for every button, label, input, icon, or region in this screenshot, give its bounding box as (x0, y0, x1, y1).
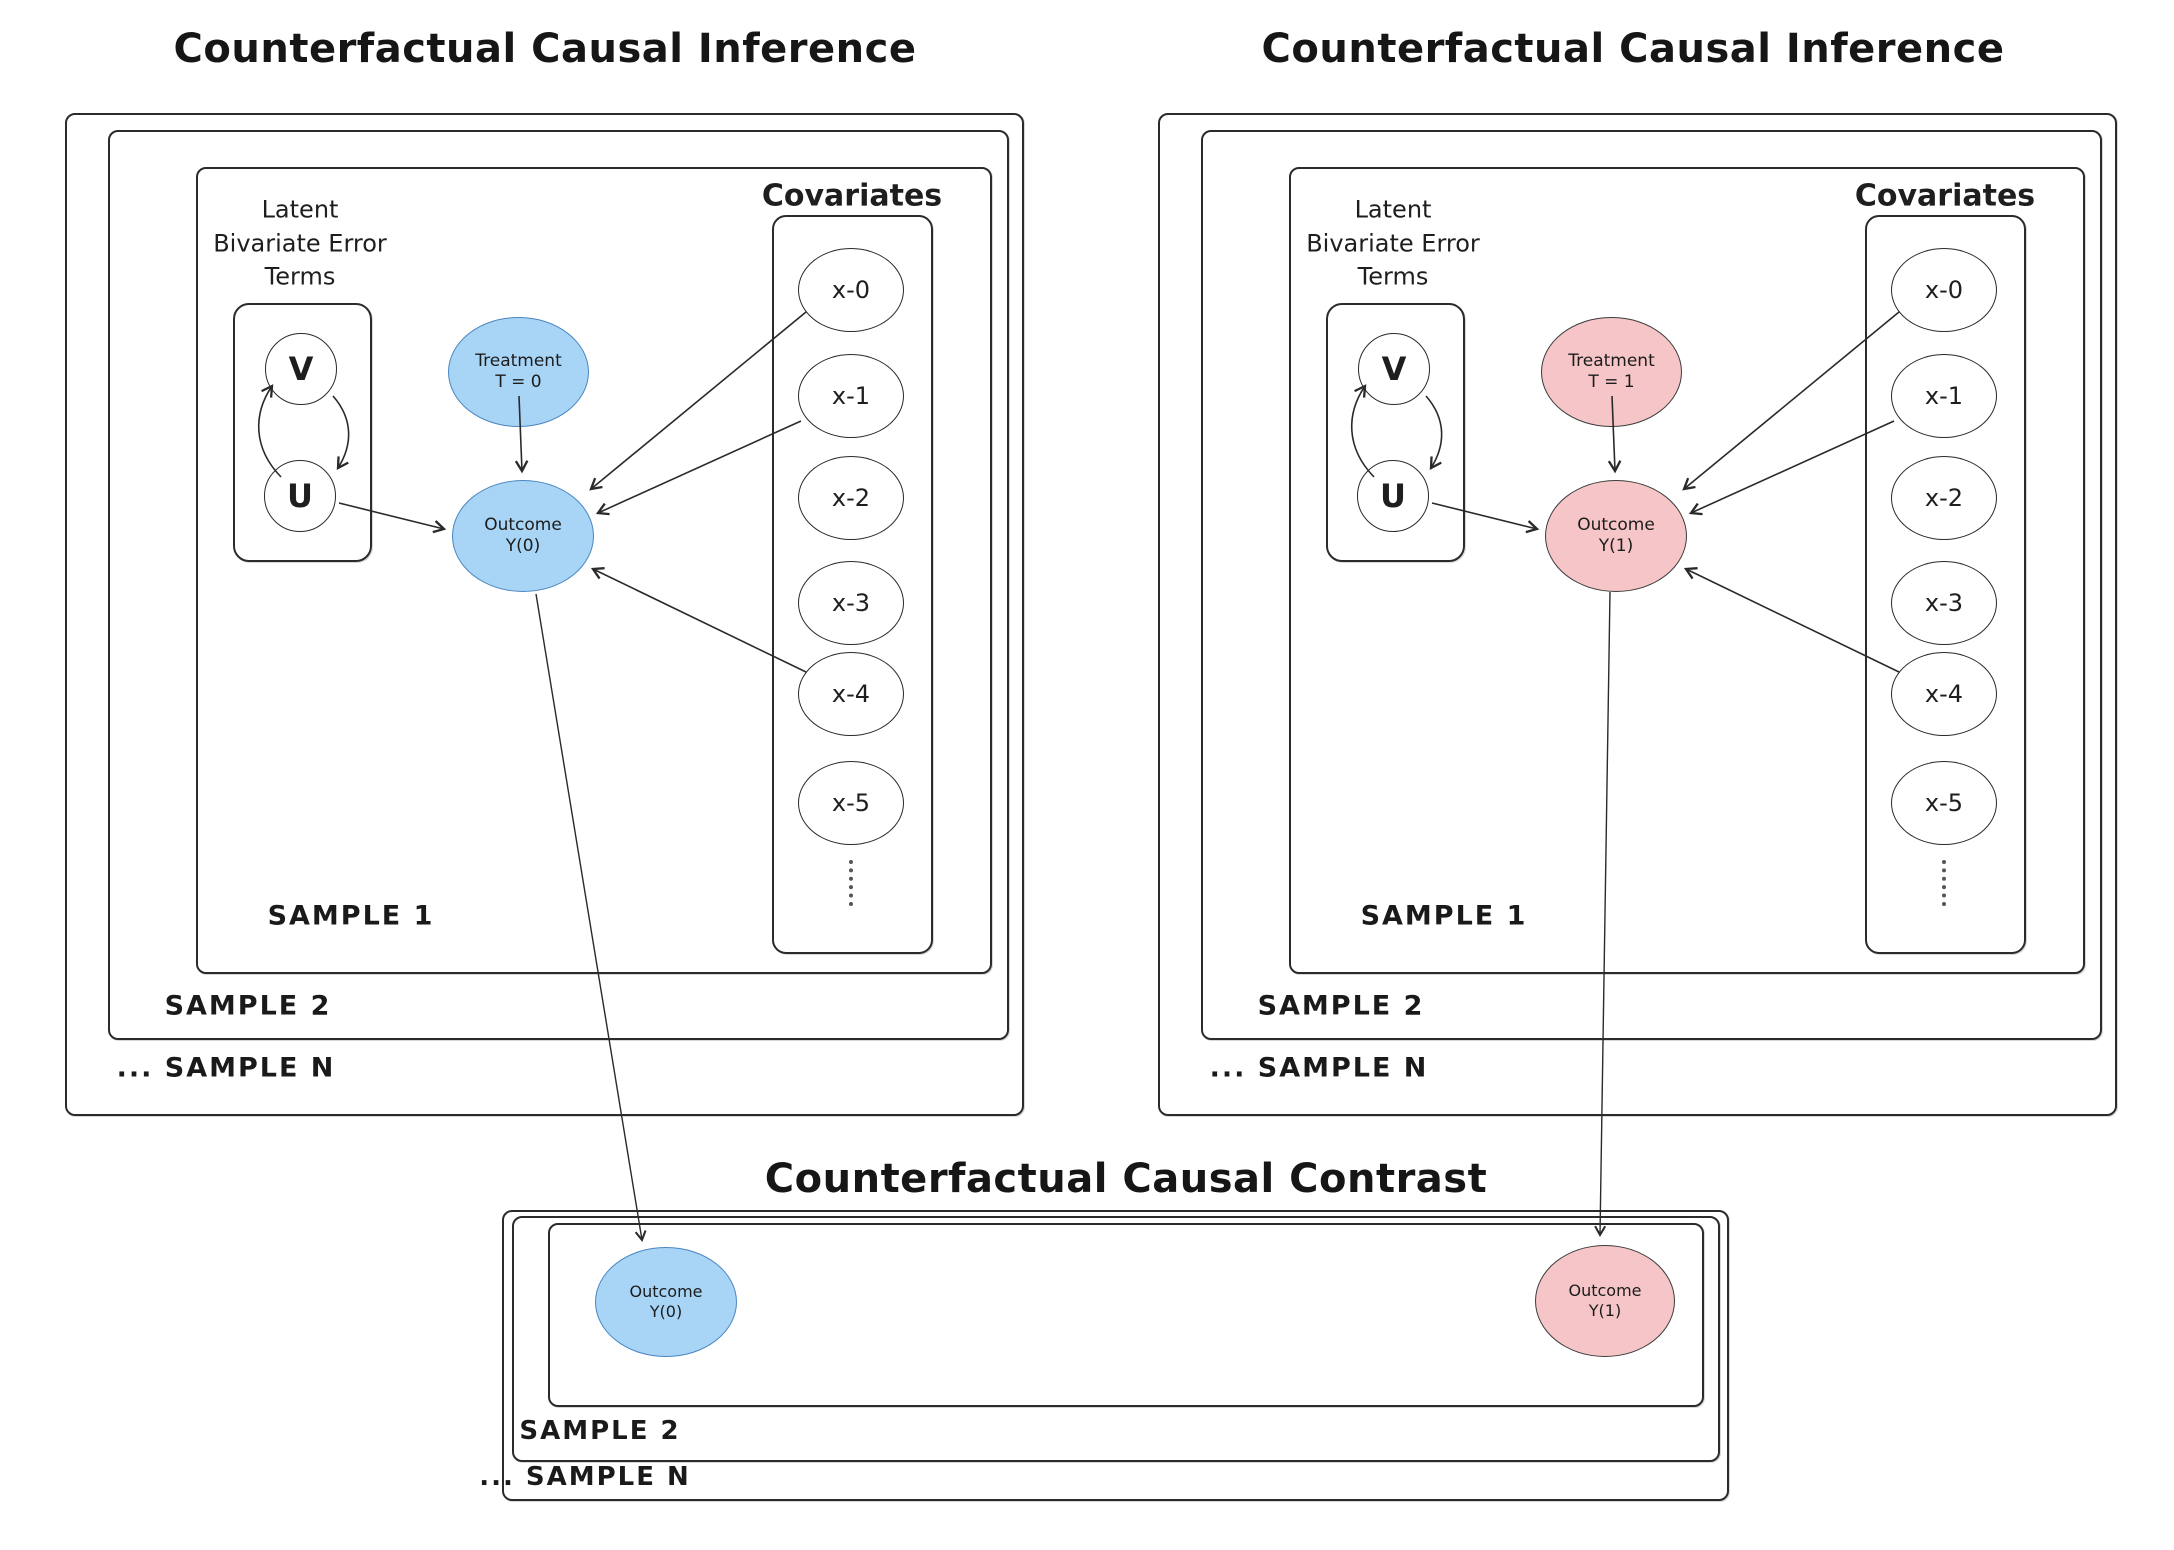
covariates-title: Covariates (761, 178, 943, 214)
outcome-label: Outcome (1568, 1281, 1642, 1300)
outcome-label: Outcome (484, 514, 562, 535)
covariate-label: x-2 (1924, 484, 1964, 512)
sample-1-box (1289, 167, 2085, 974)
node-covariate-x2: x-2 (1891, 456, 1997, 540)
node-covariate-x5: x-5 (798, 761, 904, 845)
sample-n-box (1158, 113, 2117, 1116)
contrast-sample-1-box (548, 1223, 1704, 1407)
contrast-sample-n-box (502, 1210, 1729, 1501)
v-label: V (288, 350, 314, 388)
sample-2-box (1201, 130, 2102, 1040)
node-covariate-x0: x-0 (1891, 248, 1997, 332)
outcome-value: Y(0) (505, 536, 541, 556)
covariate-label: x-1 (831, 382, 871, 410)
more-covariates-ellipsis-icon (1942, 860, 1946, 906)
covariates-title: Covariates (1854, 178, 2036, 214)
latent-error-terms-box (1326, 303, 1465, 562)
outcome-label: Outcome (1577, 514, 1655, 535)
sample-1-label: SAMPLE 1 (1360, 900, 1528, 932)
panel-title: Counterfactual Causal Inference (1261, 26, 2005, 72)
contrast-title: Counterfactual Causal Contrast (764, 1156, 1488, 1202)
node-covariate-x1: x-1 (1891, 354, 1997, 438)
outcome-label: Outcome (629, 1282, 703, 1301)
node-covariate-x3: x-3 (798, 561, 904, 645)
node-v: V (265, 333, 337, 405)
sample-n-label: ... SAMPLE N (116, 1052, 336, 1084)
outcome-value: Y(0) (649, 1302, 683, 1321)
latent-error-terms-label: Latent Bivariate Error Terms (1306, 195, 1480, 291)
covariate-label: x-5 (1924, 789, 1964, 817)
covariate-label: x-3 (831, 589, 871, 617)
treatment-value: T = 1 (1588, 372, 1635, 392)
panel-counterfactual-t1: Counterfactual Causal Inference Latent B… (1093, 0, 2174, 1150)
outcome-value: Y(1) (1598, 536, 1634, 556)
contrast-node-outcome-y0: Outcome Y(0) (595, 1247, 737, 1357)
covariate-label: x-1 (1924, 382, 1964, 410)
covariate-label: x-0 (1924, 276, 1964, 304)
contrast-sample-n-label: ... SAMPLE N (479, 1462, 691, 1492)
panel-counterfactual-t0: Counterfactual Causal Inference Latent B… (0, 0, 1140, 1150)
node-outcome: Outcome Y(0) (452, 480, 594, 592)
contrast-node-outcome-y1: Outcome Y(1) (1535, 1245, 1675, 1357)
sample-1-label: SAMPLE 1 (267, 900, 435, 932)
u-label: U (1380, 477, 1406, 515)
covariate-label: x-0 (831, 276, 871, 304)
sample-2-label: SAMPLE 2 (1257, 990, 1425, 1022)
sample-2-label: SAMPLE 2 (164, 990, 332, 1022)
covariate-label: x-5 (831, 789, 871, 817)
covariate-label: x-4 (831, 680, 871, 708)
contrast-sample-2-label: SAMPLE 2 (519, 1416, 681, 1446)
covariate-label: x-2 (831, 484, 871, 512)
sample-n-label: ... SAMPLE N (1209, 1052, 1429, 1084)
treatment-label: Treatment (475, 350, 562, 371)
node-v: V (1358, 333, 1430, 405)
covariate-label: x-3 (1924, 589, 1964, 617)
node-outcome: Outcome Y(1) (1545, 480, 1687, 592)
node-covariate-x3: x-3 (1891, 561, 1997, 645)
more-covariates-ellipsis-icon (849, 860, 853, 906)
latent-error-terms-label: Latent Bivariate Error Terms (213, 195, 387, 291)
node-covariate-x5: x-5 (1891, 761, 1997, 845)
node-covariate-x4: x-4 (1891, 652, 1997, 736)
node-u: U (1357, 460, 1429, 532)
outcome-value: Y(1) (1588, 1301, 1622, 1320)
node-covariate-x4: x-4 (798, 652, 904, 736)
v-label: V (1381, 350, 1407, 388)
treatment-value: T = 0 (495, 372, 542, 392)
panel-title: Counterfactual Causal Inference (173, 26, 917, 72)
treatment-label: Treatment (1568, 350, 1655, 371)
node-covariate-x1: x-1 (798, 354, 904, 438)
latent-error-terms-box (233, 303, 372, 562)
node-treatment: Treatment T = 0 (448, 317, 589, 427)
node-covariate-x2: x-2 (798, 456, 904, 540)
node-u: U (264, 460, 336, 532)
node-treatment: Treatment T = 1 (1541, 317, 1682, 427)
contrast-sample-2-box (512, 1216, 1720, 1462)
node-covariate-x0: x-0 (798, 248, 904, 332)
covariate-label: x-4 (1924, 680, 1964, 708)
u-label: U (287, 477, 313, 515)
